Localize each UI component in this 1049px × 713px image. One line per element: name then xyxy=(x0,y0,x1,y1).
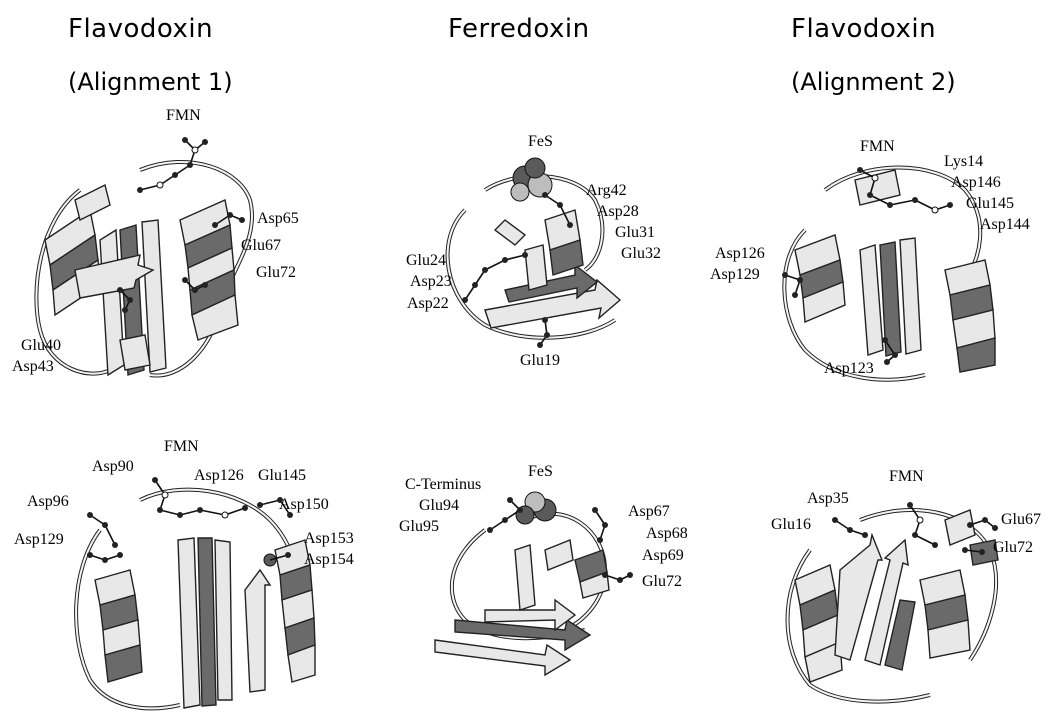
label-residue: Asp146 xyxy=(951,174,1001,191)
label-residue: Glu16 xyxy=(771,516,811,533)
label-residue: Asp150 xyxy=(279,496,329,513)
label-residue: Glu31 xyxy=(615,224,655,241)
label-residue: Glu67 xyxy=(1001,511,1041,528)
header-flavodoxin-1: Flavodoxin xyxy=(68,14,213,44)
label-residue: Glu24 xyxy=(406,252,446,269)
label-residue: Asp43 xyxy=(12,358,54,375)
label-residue: Asp69 xyxy=(642,547,684,564)
label-residue: Asp22 xyxy=(407,295,449,312)
label-residue: C-Terminus xyxy=(405,476,481,493)
label-residue: Glu40 xyxy=(21,337,61,354)
label-residue: Glu72 xyxy=(993,539,1033,556)
label-residue: Arg42 xyxy=(586,182,627,199)
label-residue: Glu32 xyxy=(621,245,661,262)
label-residue: Glu95 xyxy=(399,518,439,535)
label-residue: Asp129 xyxy=(710,266,760,283)
label-residue: Asp126 xyxy=(715,245,765,262)
label-residue: Glu145 xyxy=(966,195,1014,212)
label-residue: Asp65 xyxy=(257,210,299,227)
label-residue: Asp123 xyxy=(824,360,874,377)
label-residue: Asp126 xyxy=(194,467,244,484)
label-residue: Asp96 xyxy=(27,493,69,510)
label-residue: Asp144 xyxy=(980,216,1030,233)
label-fes: FeS xyxy=(528,133,553,150)
label-fmn: FMN xyxy=(860,138,895,155)
label-residue: Asp67 xyxy=(628,503,670,520)
label-residue: Asp35 xyxy=(807,490,849,507)
label-residue: Glu72 xyxy=(642,573,682,590)
label-fes: FeS xyxy=(528,463,553,480)
label-residue: Asp154 xyxy=(304,551,354,568)
label-residue: Lys14 xyxy=(944,153,983,170)
label-residue: Asp153 xyxy=(304,530,354,547)
label-residue: Asp90 xyxy=(92,458,134,475)
header-ferredoxin: Ferredoxin xyxy=(448,14,590,44)
subheader-alignment-2: (Alignment 2) xyxy=(791,68,956,96)
label-residue: Asp23 xyxy=(410,273,452,290)
label-residue: Asp129 xyxy=(14,531,64,548)
subheader-alignment-1: (Alignment 1) xyxy=(68,68,233,96)
label-fmn: FMN xyxy=(166,107,201,124)
label-residue: Glu145 xyxy=(258,467,306,484)
label-residue: Glu67 xyxy=(241,237,281,254)
header-flavodoxin-2: Flavodoxin xyxy=(791,14,936,44)
label-fmn: FMN xyxy=(889,468,924,485)
label-residue: Glu19 xyxy=(520,352,560,369)
label-fmn: FMN xyxy=(164,438,199,455)
label-residue: Glu72 xyxy=(256,264,296,281)
label-residue: Glu94 xyxy=(419,497,459,514)
label-residue: Asp28 xyxy=(597,203,639,220)
label-residue: Asp68 xyxy=(646,525,688,542)
